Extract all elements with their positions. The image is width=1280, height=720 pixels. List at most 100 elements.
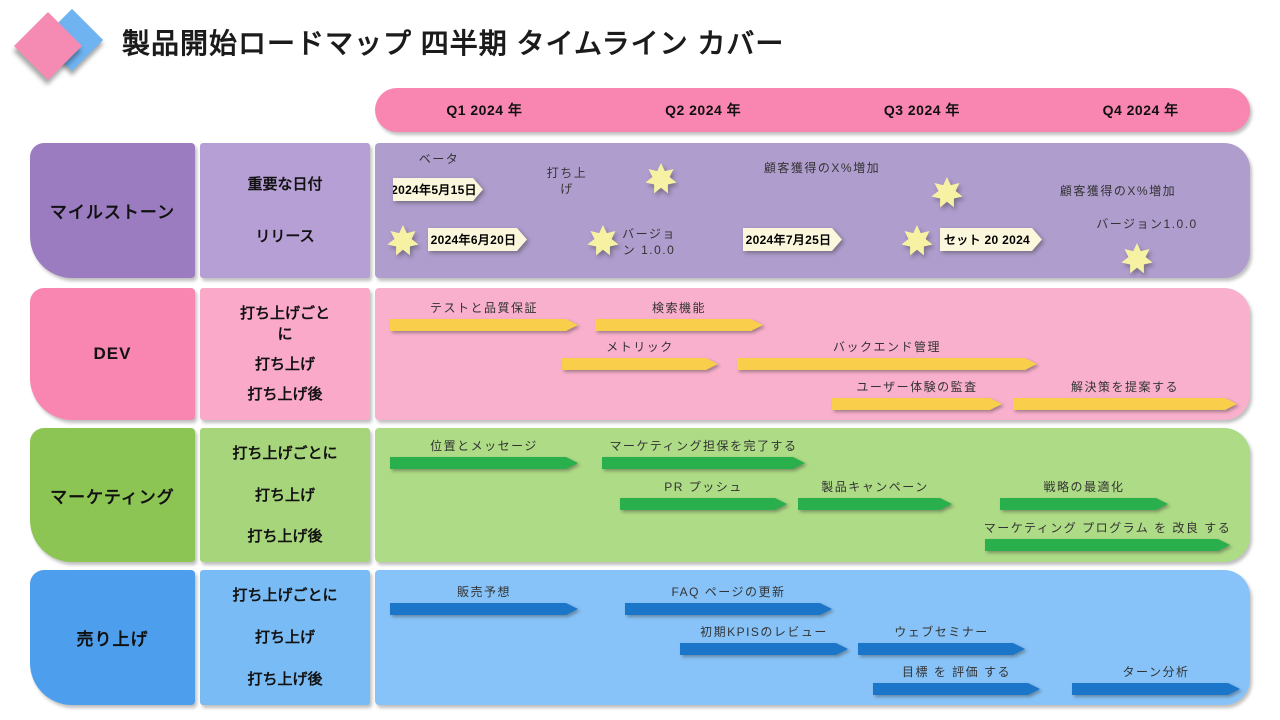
date-banner: 2024年5月15日 <box>393 178 483 201</box>
row-sales: 売り上げ 打ち上げごとに 打ち上げ 打ち上げ後 販売予想 FAQ ページの更新 … <box>30 570 1250 705</box>
milestone-note: ベータ <box>418 152 460 166</box>
task-label: ユーザー体験の監査 <box>856 380 978 394</box>
milestone-note: バージョン 1.0.0 <box>622 227 676 257</box>
milestone-star-icon <box>931 177 963 209</box>
task-label: ターン分析 <box>1122 665 1190 679</box>
date-banner: 2024年7月25日 <box>743 228 842 251</box>
task-bar <box>798 498 952 510</box>
row-sublabels-milestone: 重要な日付 リリース <box>200 143 370 278</box>
sublabel: 打ち上げ <box>254 356 315 373</box>
task-bar <box>873 683 1040 695</box>
track-sales: 販売予想 FAQ ページの更新 初期KPISのレビュー ウェブセミナー 目標 を… <box>375 570 1250 705</box>
task-bar <box>680 643 848 655</box>
sublabel: 打ち上げ後 <box>247 671 323 688</box>
task-label: テストと品質保証 <box>429 301 538 315</box>
sublabel: 打ち上げごとに <box>232 587 338 604</box>
milestone-star-icon <box>645 163 677 195</box>
row-label-sales: 売り上げ <box>30 570 195 705</box>
task-label: 初期KPISのレビュー <box>700 625 828 639</box>
task-bar <box>595 319 763 331</box>
row-sublabels-sales: 打ち上げごとに 打ち上げ 打ち上げ後 <box>200 570 370 705</box>
row-label-dev: DEV <box>30 288 195 420</box>
task-label: 販売予想 <box>456 585 511 599</box>
milestone-note: 顧客獲得のX%増加 <box>1059 184 1177 198</box>
sublabel: 打ち上げ後 <box>247 528 323 545</box>
task-bar <box>858 643 1025 655</box>
task-label: 目標 を 評価 する <box>901 665 1011 679</box>
row-milestone: マイルストーン 重要な日付 リリース ベータ 2024年5月15日 打ち上げ 顧… <box>30 143 1250 278</box>
task-bar <box>985 539 1230 551</box>
task-label: マーケティング プログラム を 改良 する <box>983 521 1232 535</box>
task-bar <box>620 498 787 510</box>
task-bar <box>1000 498 1168 510</box>
task-bar <box>737 358 1037 370</box>
task: マーケティング プログラム を 改良 する <box>983 521 1232 551</box>
milestone-note: 顧客獲得のX%増加 <box>763 161 881 175</box>
task: 解決策を提案する <box>1013 380 1237 410</box>
task-bar <box>390 457 578 469</box>
sublabel: 打ち上げ <box>254 629 315 646</box>
task-label: 製品キャンペーン <box>821 480 929 494</box>
task: 検索機能 <box>595 301 763 331</box>
task-label: マーケティング担保を完了する <box>609 439 798 453</box>
sublabel: 打ち上げごとに <box>239 305 330 343</box>
milestone-star-icon <box>387 225 419 257</box>
task: ユーザー体験の監査 <box>832 380 1002 410</box>
task: 製品キャンペーン <box>798 480 952 510</box>
date-banner: 2024年6月20日 <box>428 228 527 251</box>
task-bar <box>390 319 578 331</box>
quarter-header: Q1 2024 年 Q2 2024 年 Q3 2024 年 Q4 2024 年 <box>375 88 1250 132</box>
track-dev: テストと品質保証 検索機能 メトリック バックエンド管理 ユーザー体験の監査 解… <box>375 288 1250 420</box>
task-label: ウェブセミナー <box>894 625 989 639</box>
task: テストと品質保証 <box>390 301 578 331</box>
task: 位置とメッセージ <box>390 439 578 469</box>
sublabel: 重要な日付 <box>247 176 323 193</box>
track-milestone: ベータ 2024年5月15日 打ち上げ 顧客獲得のX%増加 顧客獲得のX%増加 … <box>375 143 1250 278</box>
task-label: FAQ ページの更新 <box>671 585 786 599</box>
sublabel: 打ち上げ後 <box>247 386 323 403</box>
page-title: 製品開始ロードマップ 四半期 タイムライン カバー <box>122 28 785 59</box>
milestone-star-icon <box>587 225 619 257</box>
task: ウェブセミナー <box>858 625 1025 655</box>
task: 販売予想 <box>390 585 578 615</box>
task: 戦略の最適化 <box>1000 480 1168 510</box>
task-bar <box>602 457 805 469</box>
row-label-marketing: マーケティング <box>30 428 195 562</box>
task-label: バックエンド管理 <box>832 340 941 354</box>
milestone-star-icon <box>1121 243 1153 275</box>
date-banner: セット 20 2024 <box>940 228 1042 251</box>
milestone-note: バージョン1.0.0 <box>1096 217 1198 231</box>
task-label: 位置とメッセージ <box>430 439 538 453</box>
task: ターン分析 <box>1072 665 1240 695</box>
task: マーケティング担保を完了する <box>602 439 805 469</box>
quarter-label-q2: Q2 2024 年 <box>665 102 742 118</box>
task-label: 検索機能 <box>651 301 706 315</box>
task-bar <box>1072 683 1240 695</box>
task-bar <box>562 358 718 370</box>
task: PR プッシュ <box>620 480 787 510</box>
quarter-label-q1: Q1 2024 年 <box>446 102 523 118</box>
quarter-label-q4: Q4 2024 年 <box>1102 102 1179 118</box>
task: バックエンド管理 <box>737 340 1037 370</box>
row-sublabels-dev: 打ち上げごとに 打ち上げ 打ち上げ後 <box>200 288 370 420</box>
task-bar <box>1013 398 1237 410</box>
task: メトリック <box>562 340 718 370</box>
logo-diamonds-icon <box>14 8 114 80</box>
row-marketing: マーケティング 打ち上げごとに 打ち上げ 打ち上げ後 位置とメッセージ マーケテ… <box>30 428 1250 562</box>
milestone-note: 打ち上げ <box>546 166 588 196</box>
task-label: メトリック <box>606 340 674 354</box>
row-dev: DEV 打ち上げごとに 打ち上げ 打ち上げ後 テストと品質保証 検索機能 メトリ… <box>30 288 1250 420</box>
task: 目標 を 評価 する <box>873 665 1040 695</box>
task-label: 戦略の最適化 <box>1043 480 1125 494</box>
track-marketing: 位置とメッセージ マーケティング担保を完了する PR プッシュ 製品キャンペーン… <box>375 428 1250 562</box>
quarter-label-q3: Q3 2024 年 <box>883 102 960 118</box>
row-label-milestone: マイルストーン <box>30 143 195 278</box>
task-bar <box>390 603 578 615</box>
milestone-star-icon <box>901 225 933 257</box>
task: FAQ ページの更新 <box>625 585 832 615</box>
task-label: 解決策を提案する <box>1070 380 1179 394</box>
row-sublabels-marketing: 打ち上げごとに 打ち上げ 打ち上げ後 <box>200 428 370 562</box>
task-label: PR プッシュ <box>664 480 743 494</box>
sublabel: 打ち上げごとに <box>232 445 338 462</box>
